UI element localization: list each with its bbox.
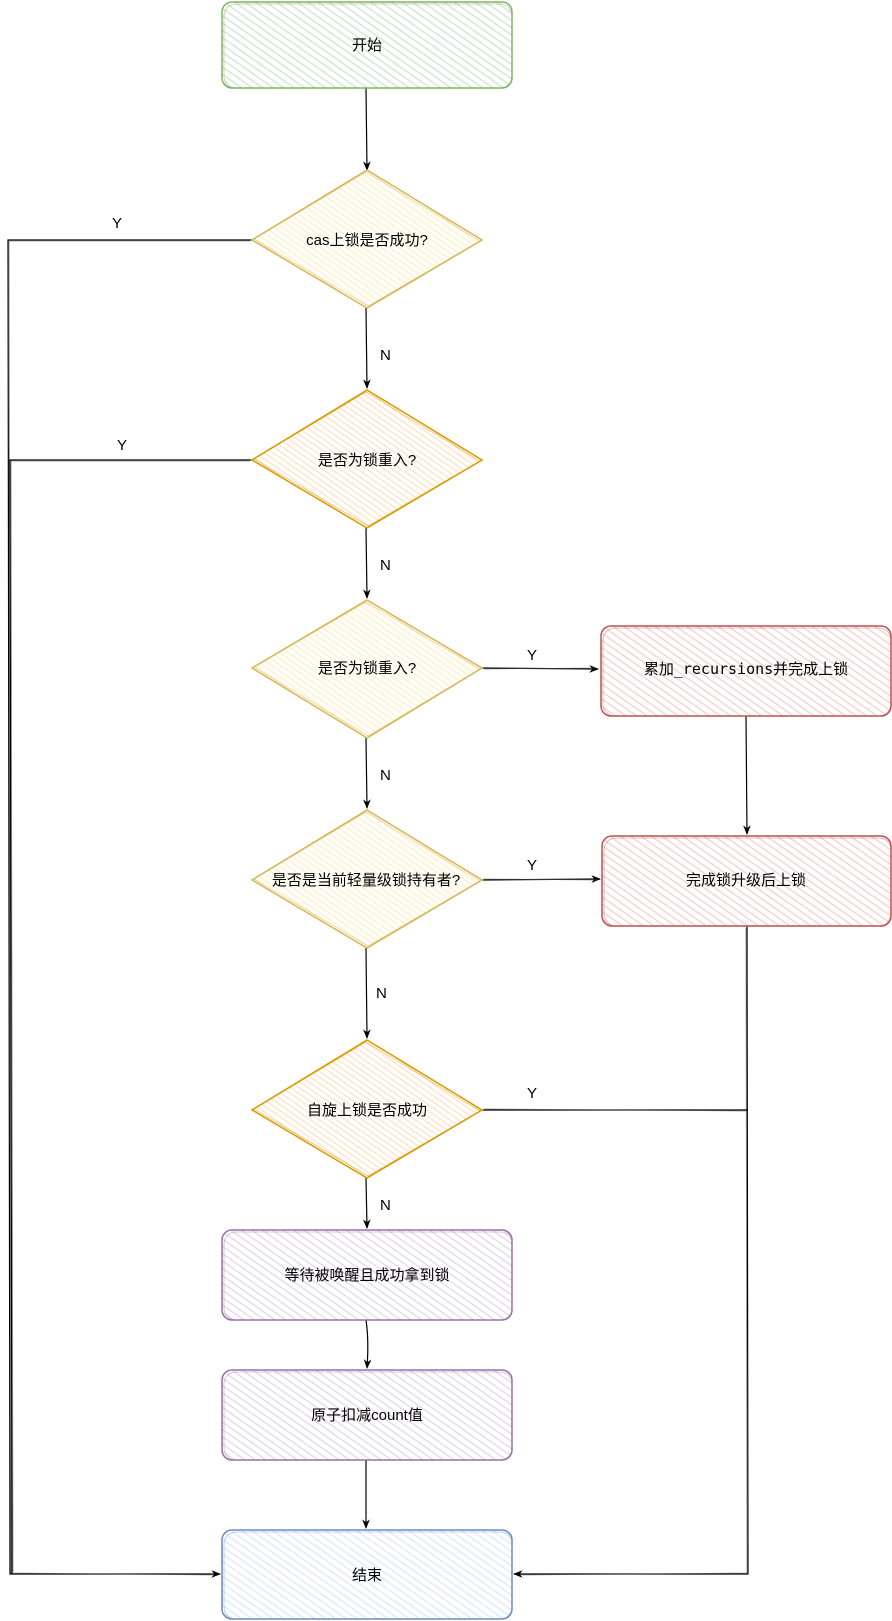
accumulate-recursions-label: 累加_recursions并完成上锁 [644,660,848,678]
node-cas-lock-decision[interactable]: cas上锁是否成功? [250,169,484,309]
edge-labels: Y N Y N Y N Y N Y N [112,215,537,1214]
upgrade-lock-shape-sketch [603,837,892,927]
edge-sketch-line [8,240,250,1576]
node-end[interactable]: 结束 [221,1529,513,1620]
lightweight-owner-label: 是否是当前轻量级锁持有者? [272,872,460,889]
cas-lock-label: cas上锁是否成功? [306,232,428,249]
atomic-decrement-label: 原子扣减count值 [311,1407,423,1424]
end-shape-sketch [223,1531,513,1620]
edges [7,87,751,1578]
node-spin-lock-decision[interactable]: 自旋上锁是否成功 [250,1039,484,1179]
reentrant-1-label: 是否为锁重入? [318,452,416,469]
end-label: 结束 [352,1567,382,1584]
edge-sketch-line [483,878,599,881]
start-shape-sketch [223,3,513,89]
node-upgrade-lock[interactable]: 完成锁升级后上锁 [601,835,892,927]
edge-label-reentrant2-yes: Y [527,647,537,664]
lightweight-owner-shape-sketch [253,811,481,947]
edge-accumulate-to-upgrade [743,715,751,835]
node-start[interactable]: 开始 [221,1,513,89]
edge-sketch-line [483,1108,747,1112]
start-label: 开始 [352,37,382,54]
reentrant-2-shape-sketch [253,601,481,737]
node-reentrant-2-decision[interactable]: 是否为锁重入? [250,599,484,739]
reentrant-1-shape-sketch [253,391,481,527]
edge-label-spin-no: N [380,1197,391,1214]
edge-label-spin-yes: Y [527,1085,537,1102]
node-reentrant-1-decision[interactable]: 是否为锁重入? [250,389,484,529]
edge-reentrant1-no [363,527,371,599]
edge-cas-yes [7,239,252,1578]
edge-cas-no [363,307,371,389]
edge-sketch-line [519,927,748,1576]
cas-lock-shape-sketch [253,171,481,307]
edge-start-to-cas [363,87,371,171]
accumulate-recursions-code: _recursions [674,660,773,678]
edge-label-reentrant1-no: N [380,557,391,574]
edge-sketch-line [10,460,250,1573]
reentrant-2-label: 是否为锁重入? [318,660,416,677]
node-atomic-decrement[interactable]: 原子扣减count值 [221,1369,513,1461]
edge-reentrant2-no [363,737,371,809]
upgrade-lock-label: 完成锁升级后上锁 [686,872,806,889]
edge-label-reentrant2-no: N [380,767,391,784]
node-accumulate-recursions[interactable]: 累加_recursions并完成上锁 [600,625,892,717]
edge-wait-to-atomic [363,1319,372,1369]
edge-label-cas-no: N [380,347,391,364]
edge-label-owner-no: N [376,985,387,1002]
wait-wakeup-label: 等待被唤醒且成功拿到锁 [284,1266,449,1284]
edge-label-cas-yes: Y [112,215,122,232]
accumulate-recursions-shape-sketch [602,627,892,717]
edge-sketch-line [483,667,597,670]
atomic-decrement-shape-sketch [223,1371,513,1461]
edge-spin-no [362,1177,371,1229]
edge-owner-no [363,947,371,1039]
accumulate-recursions-prefix: 累加 [644,661,674,678]
edge-upgrade-to-end [513,925,749,1578]
spin-lock-label: 自旋上锁是否成功 [307,1102,427,1119]
edge-reentrant1-yes [9,459,252,1575]
wait-wakeup-shape-sketch [223,1231,513,1321]
accumulate-recursions-suffix: 并完成上锁 [773,661,848,678]
edge-label-owner-yes: Y [527,857,537,874]
node-wait-wakeup[interactable]: 等待被唤醒且成功拿到锁 [221,1229,513,1321]
node-lightweight-owner-decision[interactable]: 是否是当前轻量级锁持有者? [250,809,484,949]
spin-lock-shape-sketch [253,1041,481,1177]
edge-label-reentrant1-yes: Y [117,437,127,454]
